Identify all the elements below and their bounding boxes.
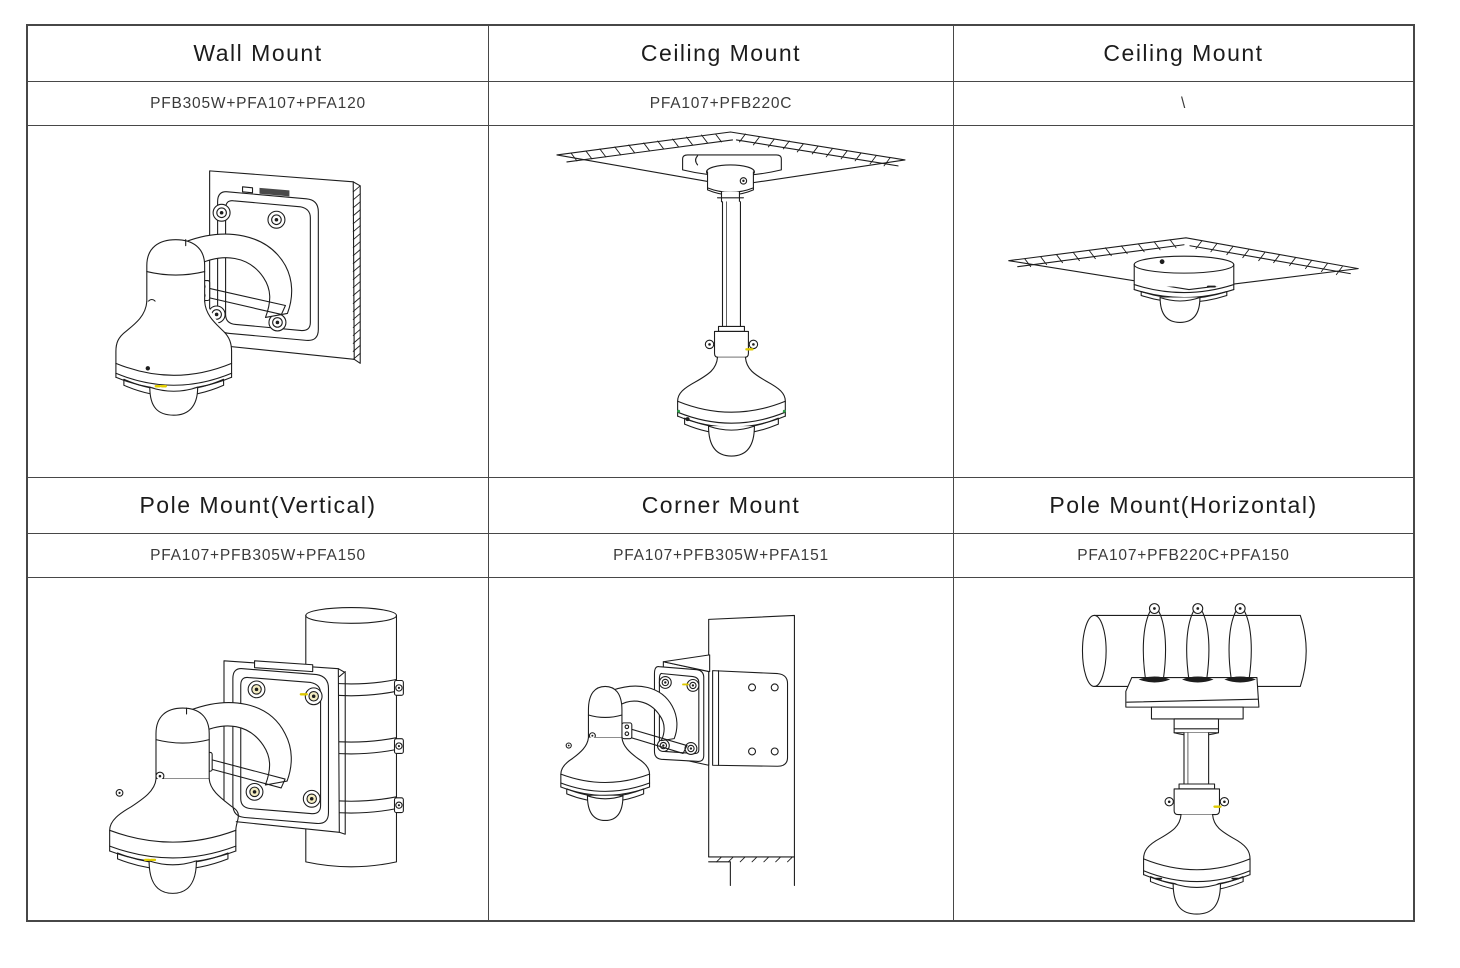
cell-ceiling-pole-mount: Ceiling Mount PFA107+PFB220C: [489, 26, 954, 478]
camera-collar: [704, 325, 759, 358]
dome-camera: [115, 239, 233, 416]
mount-models: PFB305W+PFA107+PFA120: [28, 82, 488, 126]
dome-camera: [1143, 813, 1251, 915]
wall-mount-illustration: [115, 170, 361, 416]
vertical-pole-mount-illustration: [109, 607, 404, 894]
mount-models: PFA107+PFB305W+PFA150: [28, 534, 488, 578]
ceiling-direct-mount-illustration: [1008, 237, 1359, 323]
horizontal-pole: [1081, 614, 1307, 687]
mount-arm: [611, 685, 688, 754]
cell-pole-mount-vertical: Pole Mount(Vertical) PFA107+PFB305W+PFA1…: [28, 478, 489, 920]
dome-camera: [109, 707, 239, 894]
mount-figure: [954, 578, 1413, 920]
mini-dome-camera: [1133, 255, 1235, 323]
mount-models: PFA107+PFB220C+PFA150: [954, 534, 1413, 578]
camera-collar: [1164, 783, 1230, 816]
ceiling-pole: [721, 201, 741, 330]
mount-figure: [489, 126, 953, 477]
mount-title: Wall Mount: [28, 26, 488, 82]
cell-ceiling-direct-mount: Ceiling Mount \: [954, 26, 1413, 478]
pole-adapter: [1150, 706, 1244, 788]
pole-straps: [1138, 603, 1256, 683]
box-screws: [245, 680, 323, 808]
corner-mount-illustration: [560, 614, 795, 887]
cell-pole-mount-horizontal: Pole Mount(Horizontal) PFA107+PFB220C+PF…: [954, 478, 1413, 920]
ceiling-plate: [682, 154, 782, 203]
horizontal-pole-mount-illustration: [1081, 603, 1307, 915]
mount-title: Ceiling Mount: [954, 26, 1413, 82]
mount-title: Pole Mount(Vertical): [28, 478, 488, 534]
cell-corner-mount: Corner Mount PFA107+PFB305W+PFA151: [489, 478, 954, 920]
mount-models: PFA107+PFB220C: [489, 82, 953, 126]
mount-figure: [489, 578, 953, 920]
mount-title: Pole Mount(Horizontal): [954, 478, 1413, 534]
dome-camera: [677, 356, 786, 457]
ceiling-pole-mount-illustration: [556, 131, 906, 457]
mount-title: Corner Mount: [489, 478, 953, 534]
mount-models: PFA107+PFB305W+PFA151: [489, 534, 953, 578]
mount-figure: [28, 126, 488, 477]
mount-figure: [954, 126, 1413, 477]
mount-title: Ceiling Mount: [489, 26, 953, 82]
cell-wall-mount: Wall Mount PFB305W+PFA107+PFA120: [28, 26, 489, 478]
mount-options-table: Wall Mount PFB305W+PFA107+PFA120: [26, 24, 1415, 922]
box-screws: [656, 676, 700, 755]
dome-camera: [560, 685, 651, 821]
mount-figure: [28, 578, 488, 920]
mount-models: \: [954, 82, 1413, 126]
